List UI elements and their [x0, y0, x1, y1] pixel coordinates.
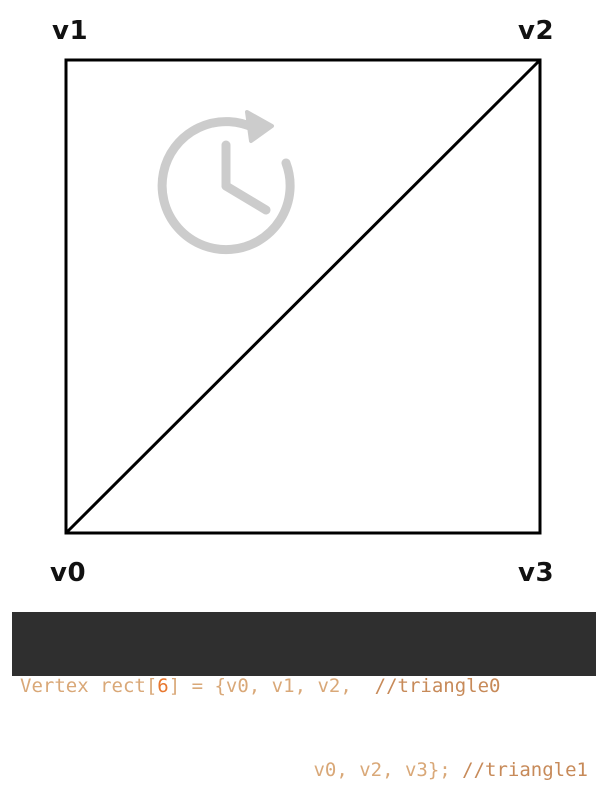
- code-comment-triangle0: //triangle0: [374, 675, 501, 697]
- code-line-1-start: Vertex rect[: [20, 675, 158, 697]
- code-line-1-end: ] = {v0, v1, v2,: [168, 675, 375, 697]
- vertex-label-v0: v0: [50, 558, 87, 588]
- code-line-2: v0, v2, v3}; //triangle1: [20, 756, 588, 784]
- square-outline: [64, 58, 542, 535]
- code-snippet-panel: Vertex rect[6] = {v0, v1, v2, //triangle…: [12, 612, 596, 781]
- history-clock-icon: [157, 110, 295, 255]
- vertex-label-v1: v1: [52, 16, 89, 46]
- code-array-size: 6: [157, 675, 169, 697]
- code-line-2-code: v0, v2, v3};: [313, 759, 463, 781]
- vertex-label-v3: v3: [518, 558, 555, 588]
- code-line-1: Vertex rect[6] = {v0, v1, v2, //triangle…: [20, 672, 588, 700]
- diagonal-edge: [64, 58, 542, 535]
- triangle-diagram: [64, 58, 542, 535]
- vertex-label-v2: v2: [518, 16, 555, 46]
- code-comment-triangle1: //triangle1: [462, 759, 588, 781]
